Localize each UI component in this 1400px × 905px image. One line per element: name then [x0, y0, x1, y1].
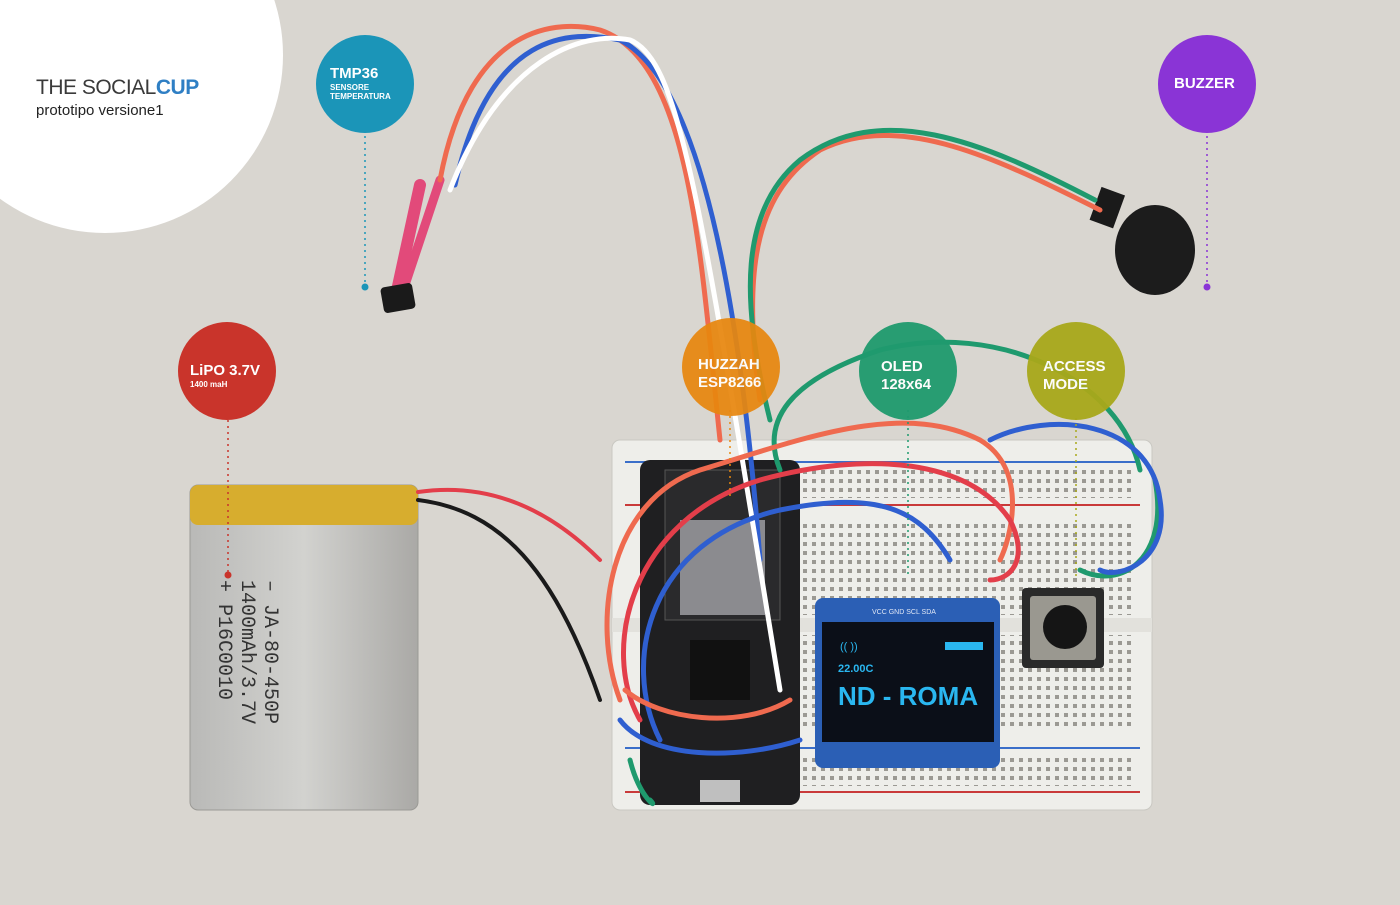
oled-text: ND - ROMA	[838, 681, 978, 711]
brand-title-cup: CUP	[155, 76, 199, 99]
svg-text:(( )): (( ))	[840, 641, 858, 653]
tmp36-pointer-dot	[361, 283, 369, 291]
brand-circle	[0, 0, 283, 233]
access-label-sub: MODE	[1043, 376, 1088, 393]
buzzer-pointer-dot	[1203, 283, 1211, 291]
huzzah-label-title: HUZZAH	[698, 356, 760, 373]
brand-subtitle: prototipo versione1	[36, 102, 164, 119]
tmp36-label-sub2: TEMPERATURA	[330, 92, 391, 101]
oled-module: (( )) 22.00C ND - ROMA VCC GND SCL SDA	[815, 598, 1000, 768]
lipo-label-title: LiPO 3.7V	[190, 362, 261, 379]
brand-logo: THE SOCIALCUP prototipo versione1	[36, 76, 199, 119]
lipo-label-sub: 1400 maH	[190, 380, 228, 389]
push-button	[1022, 588, 1104, 668]
huzzah-label-sub: ESP8266	[698, 374, 762, 391]
tmp36-label: TMP36 SENSORE TEMPERATURA	[316, 35, 414, 133]
lipo-battery: – JA-80-450P 1400mAh/3.7V + P16C0010	[189, 484, 419, 811]
battery-line3: + P16C0010	[212, 580, 235, 700]
tmp36-label-sub1: SENSORE	[330, 83, 370, 92]
battery-line2: 1400mAh/3.7V	[235, 580, 258, 724]
oled-label-title: OLED	[881, 358, 923, 375]
lipo-pointer-dot	[224, 571, 232, 579]
brand-title-social: THE SOCIAL	[36, 76, 156, 99]
oled-label: OLED 128x64	[859, 322, 957, 420]
buzzer-component	[1089, 186, 1195, 295]
leader-lines	[227, 130, 1208, 580]
lipo-label: LiPO 3.7V 1400 maH	[178, 322, 276, 420]
oled-pin-labels: VCC GND SCL SDA	[872, 609, 936, 616]
oled-label-sub: 128x64	[881, 376, 932, 393]
tmp36-label-title: TMP36	[330, 65, 379, 82]
oled-temp: 22.00C	[838, 663, 874, 675]
tmp36-sensor	[380, 175, 445, 313]
huzzah-label: HUZZAH ESP8266	[682, 318, 780, 416]
brand-title: THE SOCIALCUP	[36, 76, 199, 100]
battery-line1: – JA-80-450P	[258, 580, 281, 724]
access-mode-label: ACCESS MODE	[1027, 322, 1125, 420]
buzzer-label: BUZZER	[1158, 35, 1256, 133]
buzzer-label-title: BUZZER	[1174, 75, 1235, 92]
access-label-title: ACCESS	[1043, 358, 1106, 375]
